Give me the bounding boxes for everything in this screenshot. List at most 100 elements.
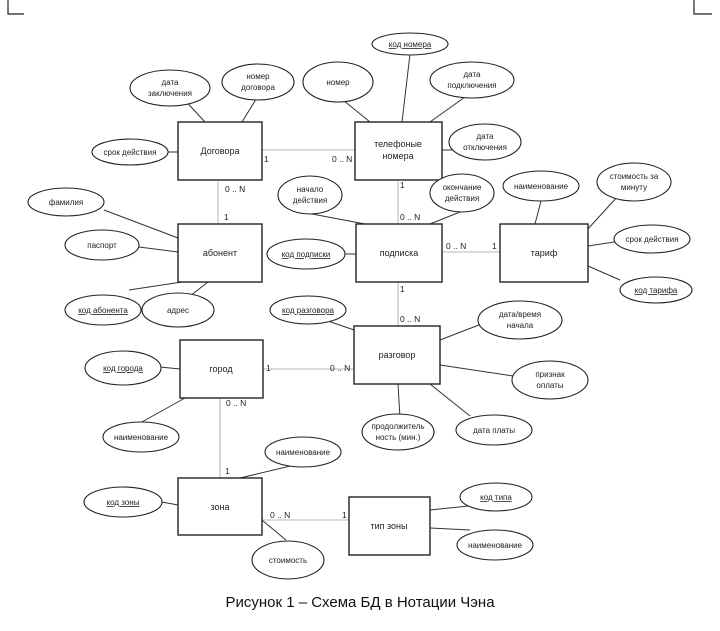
attribute-familiya-label: фамилия bbox=[49, 198, 83, 207]
entity-zona-label: зона bbox=[210, 502, 229, 512]
attribute-data-podklyucheniya: дата подключения bbox=[429, 61, 515, 99]
attribute-nachalo-deistviya-label-1: начало bbox=[297, 185, 324, 194]
attribute-kod-nomera: код номера bbox=[371, 32, 449, 56]
entity-razgovor-label: разговор bbox=[379, 350, 416, 360]
cardinality-label: 1 bbox=[492, 241, 497, 251]
attribute-kod-tarifa: код тарифа bbox=[619, 276, 693, 304]
attribute-adres-label: адрес bbox=[167, 306, 189, 315]
cardinality-label: 0 .. N bbox=[332, 154, 352, 164]
attribute-adres: адрес bbox=[141, 292, 215, 328]
relationship-lines bbox=[217, 149, 500, 521]
attribute-naimenovanie-tarifa-label: наименование bbox=[514, 182, 569, 191]
attribute-kod-razgovora: код разговора bbox=[269, 295, 347, 325]
attribute-nomer-dogovora-label-1: номер bbox=[246, 72, 270, 81]
attribute-kod-abonenta-label: код абонента bbox=[78, 306, 128, 315]
attribute-data-zaklyucheniya-label-2: заключения bbox=[148, 89, 192, 98]
cardinality-label: 0 .. N bbox=[226, 398, 246, 408]
attribute-data-otklyucheniya: дата отключения bbox=[448, 123, 522, 161]
attribute-kod-tipa: код типа bbox=[459, 482, 533, 512]
attribute-stoimost: стоимость bbox=[251, 540, 325, 580]
entity-gorod: город bbox=[179, 339, 264, 399]
entity-razgovor: разговор bbox=[353, 325, 441, 385]
cardinality-label: 0 .. N bbox=[270, 510, 290, 520]
attribute-kod-abonenta: код абонента bbox=[64, 294, 142, 326]
attribute-data-podklyucheniya-label-1: дата bbox=[464, 70, 482, 79]
cardinality-label: 0 .. N bbox=[446, 241, 466, 251]
cardinality-label: 1 bbox=[400, 284, 405, 294]
attribute-kod-zony-label: код зоны bbox=[107, 498, 140, 507]
corner-mark-right bbox=[693, 0, 712, 15]
attribute-data-otklyucheniya-label-1: дата bbox=[477, 132, 495, 141]
attribute-data-zaklyucheniya: дата заключения bbox=[129, 69, 211, 107]
attribute-pasport: паспорт bbox=[64, 229, 140, 261]
attribute-okonchanie-deistviya-label-2: действия bbox=[445, 194, 479, 203]
cardinality-label: 0 .. N bbox=[225, 184, 245, 194]
attribute-naimenovanie-tipa: наименование bbox=[456, 529, 534, 561]
attribute-data-podklyucheniya-label-2: подключения bbox=[447, 81, 496, 90]
attribute-data-otklyucheniya-label-2: отключения bbox=[463, 143, 507, 152]
attribute-naimenovanie-goroda-label: наименование bbox=[114, 433, 169, 442]
attribute-kod-podpiski-label: код подписки bbox=[282, 250, 331, 259]
attribute-nomer-label: номер bbox=[326, 78, 350, 87]
attribute-naimenovanie-tipa-label: наименование bbox=[468, 541, 523, 550]
entity-podpiska: подписка bbox=[355, 223, 443, 283]
entity-abonent-label: абонент bbox=[203, 248, 237, 258]
cardinality-label: 1 bbox=[400, 180, 405, 190]
attribute-prodolzhitelnost-label-2: ность (мин.) bbox=[376, 433, 421, 442]
attribute-data-platy-label: дата платы bbox=[473, 426, 515, 435]
entity-dogovora-label: Договора bbox=[201, 146, 240, 156]
er-diagram: Договора телефоные номера абонент подпис… bbox=[7, 0, 712, 580]
attribute-naimenovanie-zony-label: наименование bbox=[276, 448, 331, 457]
entity-tip-zony-label: тип зоны bbox=[371, 521, 408, 531]
attribute-kod-tarifa-label: код тарифа bbox=[635, 286, 678, 295]
attribute-priznak-oplaty: признак оплаты bbox=[511, 360, 589, 400]
cardinality-labels: 1 0 .. N 0 .. N 1 1 0 .. N 0 .. N 1 1 0 … bbox=[224, 154, 497, 520]
attribute-familiya: фамилия bbox=[27, 187, 105, 217]
attribute-nachalo-deistviya-label-2: действия bbox=[293, 196, 327, 205]
attribute-nachalo-deistviya: начало действия bbox=[277, 175, 343, 215]
attribute-priznak-oplaty-label-1: признак bbox=[535, 370, 565, 379]
attribute-kod-goroda-label: код города bbox=[103, 364, 143, 373]
attribute-naimenovanie-goroda: наименование bbox=[102, 421, 180, 453]
attribute-naimenovanie-tarifa: наименование bbox=[502, 170, 580, 202]
attribute-kod-tipa-label: код типа bbox=[480, 493, 512, 502]
attribute-okonchanie-deistviya: окончание действия bbox=[429, 173, 495, 213]
attribute-stoimost-label: стоимость bbox=[269, 556, 307, 565]
attribute-nomer-dogovora-label-2: договора bbox=[241, 83, 275, 92]
attribute-pasport-label: паспорт bbox=[87, 241, 117, 250]
attribute-data-vremya-nachala-label-1: дата/время bbox=[499, 310, 541, 319]
attribute-kod-zony: код зоны bbox=[83, 486, 163, 518]
attribute-kod-podpiski: код подписки bbox=[266, 238, 346, 270]
attribute-data-platy: дата платы bbox=[455, 414, 533, 446]
cardinality-label: 0 .. N bbox=[400, 314, 420, 324]
attribute-data-vremya-nachala: дата/время начала bbox=[477, 300, 563, 340]
entity-podpiska-label: подписка bbox=[380, 248, 418, 258]
attribute-stoimost-za-minutu: стоимость за минуту bbox=[596, 162, 672, 202]
cardinality-label: 1 bbox=[224, 212, 229, 222]
figure-caption: Рисунок 1 – Схема БД в Нотации Чэна bbox=[225, 594, 495, 611]
entity-abonent: абонент bbox=[177, 223, 263, 283]
attribute-nomer: номер bbox=[302, 61, 374, 103]
attribute-kod-nomera-label: код номера bbox=[389, 40, 432, 49]
cardinality-label: 1 bbox=[342, 510, 347, 520]
entity-tarif: тариф bbox=[499, 223, 589, 283]
cardinality-label: 0 .. N bbox=[400, 212, 420, 222]
attribute-data-zaklyucheniya-label-1: дата bbox=[162, 78, 180, 87]
attribute-srok-deistviya-tarifa: срок действия bbox=[613, 224, 691, 254]
attribute-kod-goroda: код города bbox=[84, 350, 162, 386]
attribute-srok-deistviya-tarifa-label: срок действия bbox=[626, 235, 679, 244]
entity-telefonnye-nomera: телефоные номера bbox=[354, 121, 443, 181]
corner-mark-left bbox=[7, 0, 24, 15]
attribute-kod-razgovora-label: код разговора bbox=[282, 306, 334, 315]
entity-telefonnye-nomera-label-2: номера bbox=[382, 151, 413, 161]
entity-gorod-label: город bbox=[209, 364, 233, 374]
cardinality-label: 1 bbox=[264, 154, 269, 164]
attribute-stoimost-za-minutu-label-1: стоимость за bbox=[610, 172, 659, 181]
attribute-priznak-oplaty-label-2: оплаты bbox=[536, 381, 563, 390]
entity-zona: зона bbox=[177, 477, 263, 536]
entity-dogovora: Договора bbox=[177, 121, 263, 181]
attribute-okonchanie-deistviya-label-1: окончание bbox=[443, 183, 482, 192]
attribute-srok-deistviya-dogovora-label: срок действия bbox=[104, 148, 157, 157]
attribute-stoimost-za-minutu-label-2: минуту bbox=[621, 183, 647, 192]
entity-telefonnye-nomera-label-1: телефоные bbox=[374, 139, 422, 149]
